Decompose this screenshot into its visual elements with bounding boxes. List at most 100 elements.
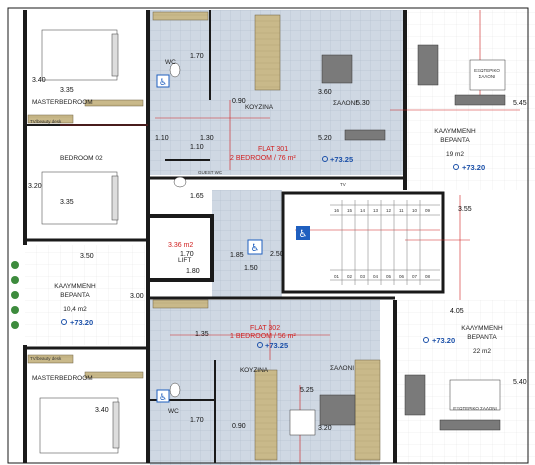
stair-step-number: 04 [373, 274, 379, 279]
tv-label-1: TV [340, 182, 346, 187]
dim-1-10-a: 1.10 [155, 135, 169, 142]
level-veranda-tr: +73.20 [462, 163, 485, 172]
toilet-icon [173, 176, 187, 188]
toilet-icon [169, 382, 181, 398]
dim-5-20: 5.20 [318, 135, 332, 142]
dim-1-70-mid: 1.70 [180, 251, 194, 258]
svg-text:♿: ♿ [251, 243, 260, 254]
dim-5-45: 5.45 [513, 100, 527, 107]
level-marker-icon [322, 156, 328, 162]
floor-zones [25, 10, 535, 465]
flat-302-name: FLAT 302 [250, 325, 280, 332]
level-marker-icon [453, 164, 459, 170]
sofa-icon [319, 394, 356, 426]
wheelchair-icon [247, 239, 263, 255]
kitchen-top: ΚΟΥΖΙΝΑ [245, 104, 274, 111]
lift-label: LIFT [178, 257, 191, 264]
flat-302-level: +73.25 [265, 341, 288, 350]
veranda-tr-l2: ΒΕΡΑΝΤΑ [440, 137, 470, 144]
level-marker-icon [423, 337, 429, 343]
master-bedroom-bottom: MASTERBEDROOM [32, 375, 93, 382]
wc-bottom: WC [168, 408, 179, 415]
beds [39, 29, 120, 454]
dim-3-20-left: 3.20 [28, 183, 42, 190]
svg-text:♿: ♿ [159, 392, 167, 402]
bed-icon [41, 171, 118, 225]
dim-1-85: 1.85 [230, 252, 244, 259]
dim-3-35-mid: 3.35 [60, 199, 74, 206]
stair-step-number: 11 [399, 208, 404, 213]
stair-step-number: 08 [425, 274, 431, 279]
master-bedroom-top: MASTERBEDROOM [32, 99, 93, 106]
wheelchair-icon [156, 389, 170, 403]
veranda-left-l1: ΚΑΛΥΜΜΕΝΗ [54, 283, 96, 290]
stair-step-number: 16 [334, 208, 340, 213]
dim-1-70-wc: 1.70 [190, 53, 204, 60]
flat-301-type: 2 BEDROOM / 76 m² [230, 155, 296, 162]
dim-3-55: 3.55 [458, 206, 472, 213]
veranda-br-area: 22 m2 [473, 348, 491, 355]
wheelchair-icon [156, 74, 170, 88]
dim-3-40-top: 3.40 [32, 77, 46, 84]
saloni-bottom: ΣΑΛΟΝΙ [330, 365, 354, 372]
sofas [289, 44, 506, 436]
dim-1-80: 1.80 [186, 268, 200, 275]
wood-furniture [27, 11, 381, 461]
dim-1-30: 1.30 [200, 135, 214, 142]
dim-3-60: 3.60 [318, 89, 332, 96]
flat-302-type: 1 BEDROOM / 56 m² [230, 333, 296, 340]
veranda-left-floor [25, 245, 145, 345]
veranda-tr-l1: ΚΑΛΥΜΜΕΝΗ [434, 128, 476, 135]
flat-301-name: FLAT 301 [258, 146, 288, 153]
dim-1-65: 1.65 [190, 193, 204, 200]
stair-treads [330, 200, 440, 285]
toilet-icon [169, 62, 181, 78]
tv-desk-bottom: TV/beauty desk [30, 356, 62, 361]
veranda-left-l2: ΒΕΡΑΝΤΑ [60, 292, 90, 299]
stair-numbers-bottom: 01 02 03 04 05 06 07 08 [334, 274, 431, 279]
dim-0-90-bottom: 0.90 [232, 423, 246, 430]
bed-icon [39, 397, 119, 454]
stair-step-number: 09 [425, 208, 431, 213]
plant-icon [11, 261, 19, 329]
stair-core [285, 195, 440, 290]
room-labels: MASTERBEDROOM TV/beauty desk BEDROOM 02 … [30, 59, 357, 415]
veranda-br-l1: ΚΑΛΥΜΜΕΝΗ [461, 325, 503, 332]
stair-step-number: 03 [360, 274, 366, 279]
stair-step-number: 10 [412, 208, 418, 213]
dim-4-05: 4.05 [450, 308, 464, 315]
stair-step-number: 05 [386, 274, 392, 279]
tv-desk-top: TV/beauty desk [30, 119, 62, 124]
bathroom-fixtures: ♿ ♿ ♿ ♿ [156, 62, 310, 403]
level-marker-icon [257, 342, 263, 348]
corridor-tiles [212, 190, 282, 298]
stair-step-number: 12 [386, 208, 392, 213]
dim-1-70-bottom: 1.70 [190, 417, 204, 424]
flat-labels: FLAT 301 2 BEDROOM / 76 m² +73.25 FLAT 3… [230, 146, 353, 350]
dim-2-50: 2.50 [270, 251, 284, 258]
dim-5-40: 5.40 [513, 379, 527, 386]
wheelchair-icon [296, 226, 310, 240]
outdoor-top-l1: ΕΞΩΤΕΡΙΚΟ [474, 68, 500, 73]
flat-301-level: +73.25 [330, 155, 353, 164]
stair-step-number: 15 [347, 208, 353, 213]
stair-step-number: 07 [412, 274, 418, 279]
lift-shaft [150, 218, 210, 278]
svg-text:♿: ♿ [299, 229, 308, 240]
dim-5-25: 5.25 [300, 387, 314, 394]
stair-step-number: 02 [347, 274, 353, 279]
bedroom-02: BEDROOM 02 [60, 155, 103, 162]
outdoor-top-l2: ΣΑΛΟΝΙ [479, 74, 496, 79]
dim-5-30: 5.30 [356, 100, 370, 107]
dim-3-40-bottom: 3.40 [95, 407, 109, 414]
stair-step-number: 01 [334, 274, 340, 279]
guest-wc: GUEST WC [198, 170, 223, 175]
stair-step-number: 06 [399, 274, 405, 279]
dim-3-00: 3.00 [130, 293, 144, 300]
wc-top: WC [165, 59, 176, 66]
